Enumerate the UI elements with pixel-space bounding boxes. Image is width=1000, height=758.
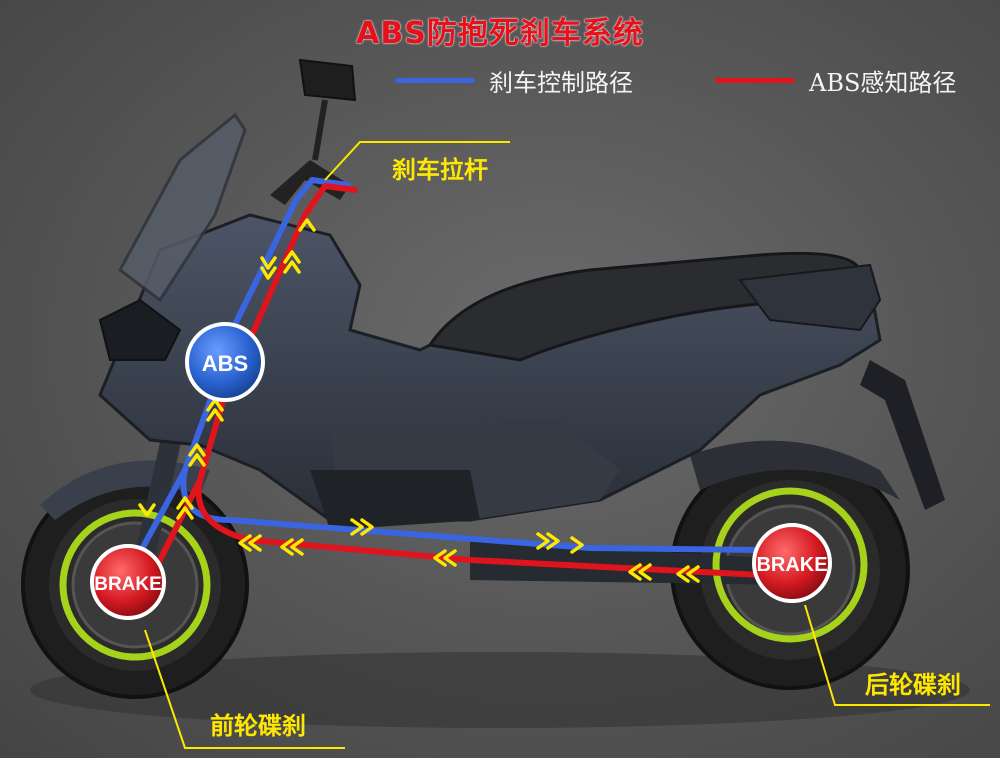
plate-bracket: [860, 360, 945, 510]
rear-brake-badge: BRAKE: [752, 523, 832, 603]
mirror-stem: [312, 99, 328, 161]
legend-label-brake-control: 刹车控制路径: [489, 68, 633, 97]
headlight: [98, 298, 182, 361]
mirror: [298, 58, 357, 102]
legend-red-line: [715, 77, 795, 83]
diagram-title: ABS防抱死刹车系统: [356, 16, 644, 51]
legend-blue-line: [395, 77, 475, 83]
front-disc-leader: [144, 629, 345, 749]
rear-disc-label: 后轮碟刹: [865, 671, 961, 699]
front-brake-badge: BRAKE: [90, 544, 166, 620]
rear-fender: [690, 440, 900, 500]
brake-lever-leader: [324, 141, 510, 181]
legend-label-abs-sensing: ABS感知路径: [809, 68, 957, 97]
tail-section: [738, 263, 882, 332]
rear-disc-leader: [804, 604, 990, 706]
flow-arrows: [138, 218, 700, 583]
legend-abs-sensing: ABS感知路径: [715, 62, 956, 98]
front-disc-ring: [59, 509, 211, 661]
rear-disc-ring: [712, 487, 868, 643]
front-disc-label: 前轮碟刹: [210, 712, 306, 740]
abs-module-badge: ABS: [185, 322, 265, 402]
brake-lever-label: 刹车拉杆: [392, 156, 488, 184]
abs-badge-label: ABS: [202, 351, 248, 376]
engine-cover: [310, 470, 480, 530]
legend-brake-control: 刹车控制路径: [395, 62, 633, 98]
windscreen: [118, 112, 247, 303]
front-brake-label: BRAKE: [94, 574, 162, 595]
rear-brake-label: BRAKE: [756, 554, 827, 576]
